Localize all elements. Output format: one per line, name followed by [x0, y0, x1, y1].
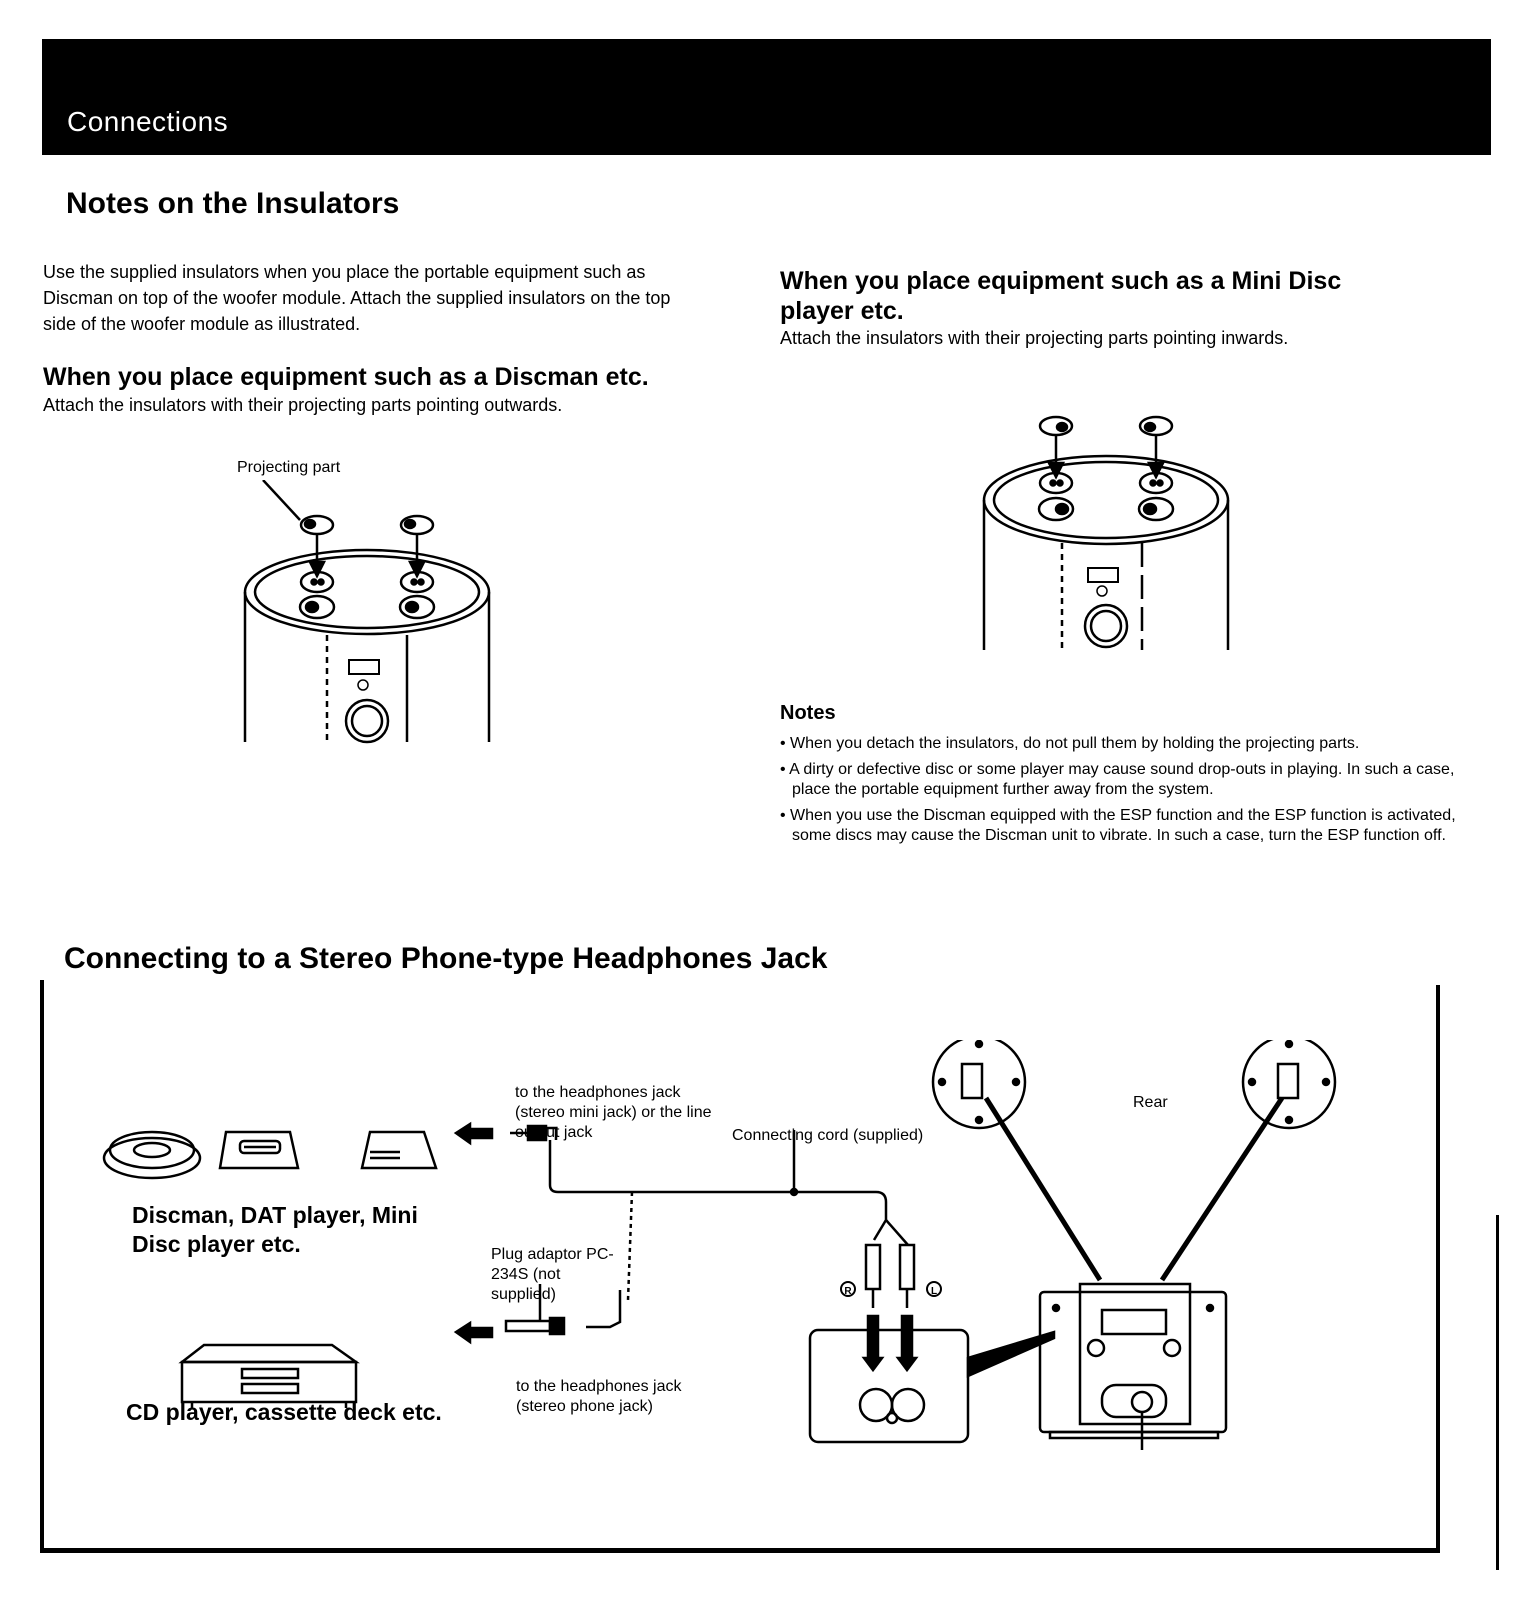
cd-player-icon	[178, 1343, 360, 1408]
minidisc-text: Attach the insulators with their project…	[780, 328, 1289, 348]
diagram-frame-bottom	[40, 1548, 1440, 1553]
plug-adaptor-icon	[504, 1284, 622, 1336]
note-item: • When you detach the insulators, do not…	[780, 735, 1360, 752]
rca-plugs-icon	[861, 1243, 919, 1373]
minidisc-heading-line2: player etc.	[780, 297, 904, 325]
page-edge-mark	[1496, 1215, 1499, 1570]
notes-heading: Notes	[780, 702, 836, 724]
dat-player-icon	[218, 1130, 300, 1170]
insulators-intro: Use the supplied insulators when you pla…	[43, 262, 671, 334]
mini-plug-icon	[510, 1124, 558, 1142]
notes-list: • When you detach the insulators, do not…	[780, 734, 1460, 852]
connection-diagram: R L	[102, 1040, 1337, 1450]
minidisc-player-icon	[360, 1130, 438, 1170]
section-title: Connections	[67, 106, 229, 137]
arrow-left-icon	[453, 1320, 494, 1345]
minidisc-heading-line1: When you place equipment such as a Mini …	[780, 267, 1342, 295]
projecting-part-label: Projecting part	[237, 459, 341, 476]
woofer-insulators-inward-illustration	[982, 415, 1230, 650]
satellite-speaker-left-icon	[931, 1040, 1103, 1282]
connecting-heading: Connecting to a Stereo Phone-type Headph…	[64, 942, 828, 975]
discman-heading: When you place equipment such as a Discm…	[43, 363, 649, 391]
diagram-frame-right	[1436, 985, 1440, 1552]
discman-text: Attach the insulators with their project…	[43, 395, 563, 415]
note-item: • When you use the Discman equipped with…	[780, 807, 1456, 844]
woofer-rear-icon	[1038, 1282, 1228, 1450]
cd-devices-caption: CD player, cassette deck etc.	[126, 1399, 442, 1425]
diagram-frame-left	[40, 980, 44, 1552]
section-banner	[42, 39, 1491, 155]
woofer-insulators-outward-illustration	[243, 480, 491, 744]
input-jack-panel-icon	[808, 1328, 1056, 1444]
arrow-left-icon	[453, 1121, 494, 1146]
rear-label: Rear	[1133, 1094, 1168, 1111]
portable-devices-caption: Discman, DAT player, Mini Disc player et…	[132, 1202, 418, 1257]
channel-l-mark: L	[931, 1286, 937, 1297]
channel-r-mark: R	[844, 1286, 852, 1297]
note-item: • A dirty or defective disc or some play…	[780, 761, 1455, 798]
insulators-heading: Notes on the Insulators	[66, 187, 400, 220]
satellite-speaker-right-icon	[1159, 1040, 1337, 1282]
discman-icon	[102, 1130, 202, 1180]
cord-label: Connecting cord (supplied)	[732, 1127, 924, 1144]
phone-jack-label: to the headphones jack (stereo phone jac…	[516, 1378, 682, 1415]
